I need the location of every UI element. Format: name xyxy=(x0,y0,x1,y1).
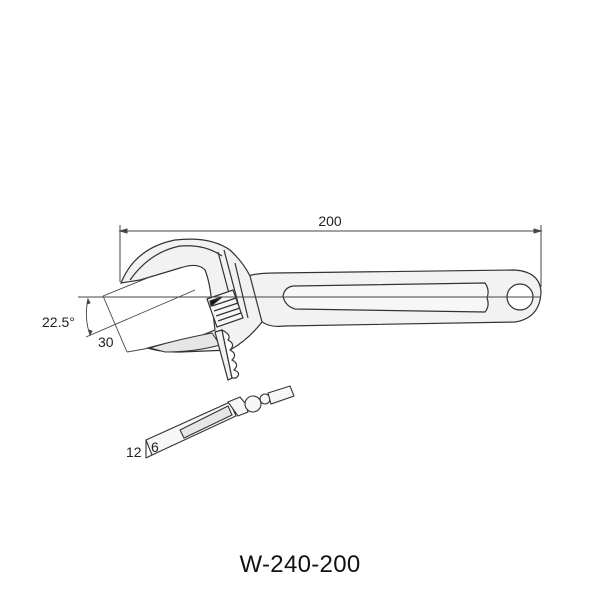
jaw-opening-label: 30 xyxy=(98,334,114,350)
worm-gear xyxy=(206,289,244,328)
jaw-angle-dimension xyxy=(85,289,196,338)
wrench-head xyxy=(120,238,263,353)
sliding-jaw-rack xyxy=(214,328,240,381)
overall-length-label: 200 xyxy=(318,213,342,229)
wrench-side-view xyxy=(145,385,295,459)
model-label: W-240-200 xyxy=(239,551,361,578)
wrench-handle xyxy=(244,269,542,327)
overall-length-dimension xyxy=(118,225,543,287)
jaw-thickness-label: 6 xyxy=(151,439,159,455)
jaw-opening-dimension xyxy=(102,276,151,353)
jaw-angle-label: 22.5° xyxy=(42,314,75,330)
head-thickness-label: 12 xyxy=(126,444,142,460)
